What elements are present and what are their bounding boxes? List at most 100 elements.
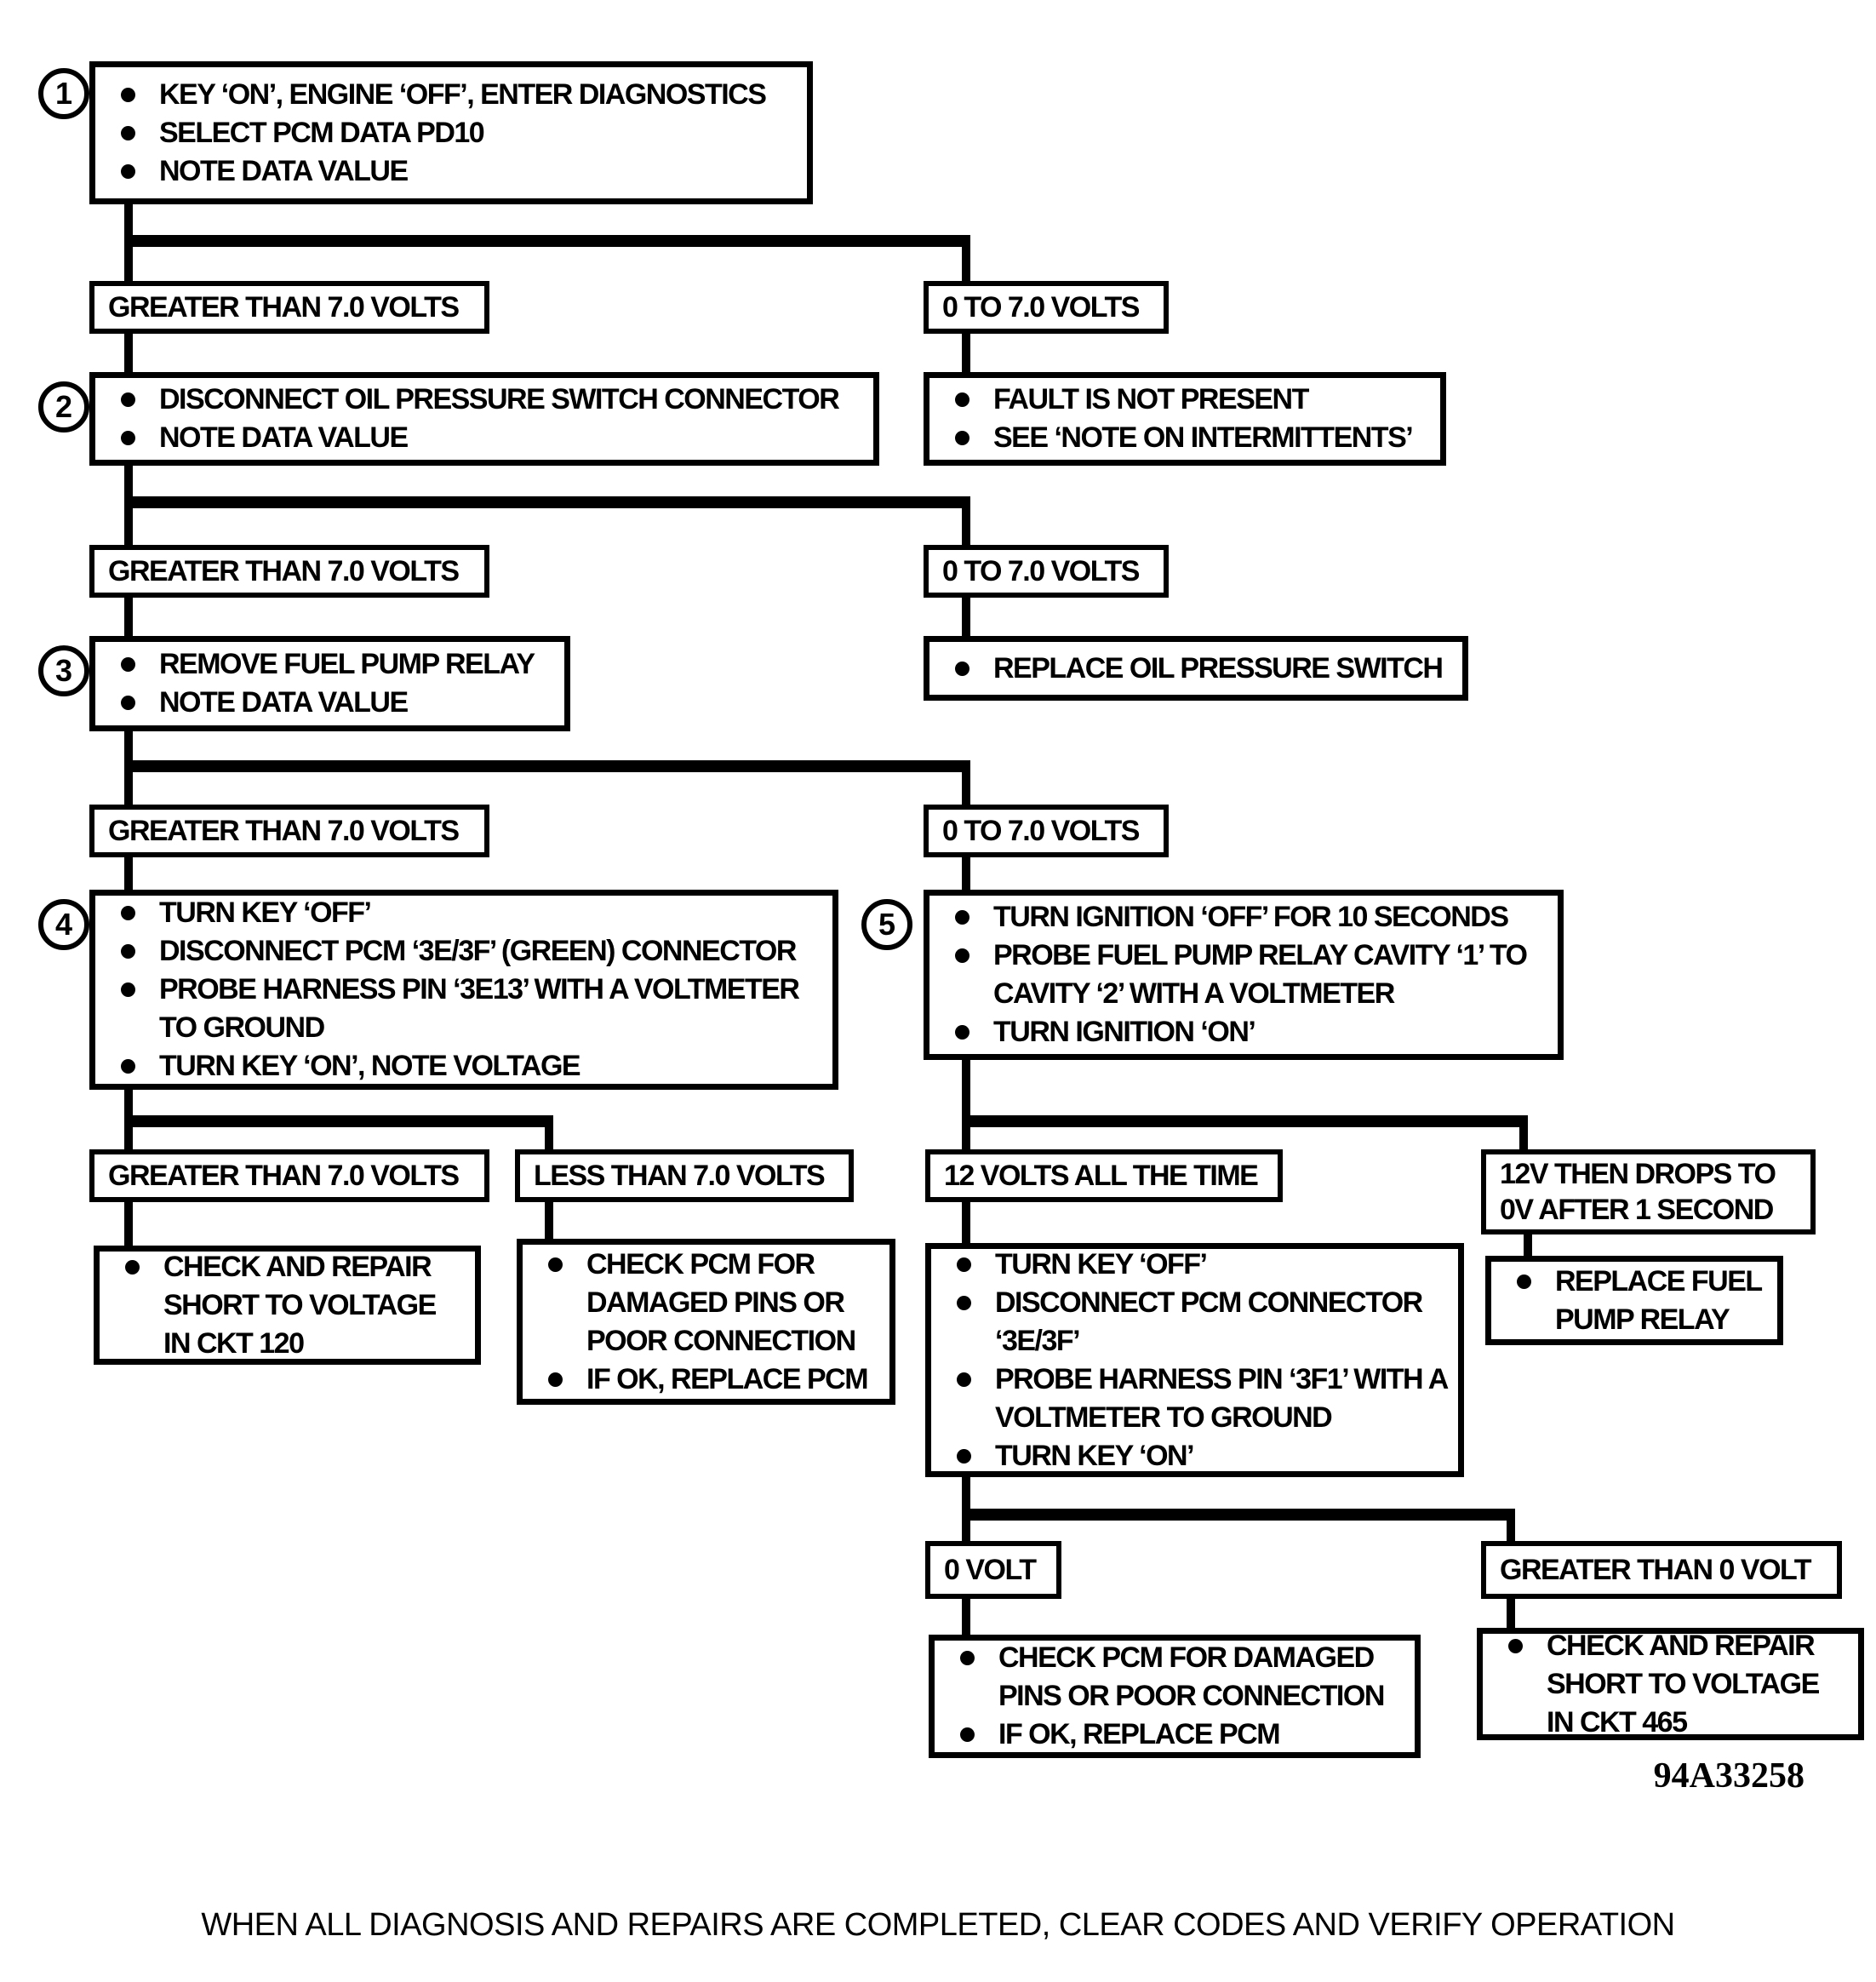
connector-line	[962, 1115, 1528, 1127]
step-1-box: KEY ‘ON’, ENGINE ‘OFF’, ENTER DIAGNOSTIC…	[89, 61, 813, 204]
connector-line	[962, 598, 970, 636]
branch-label-greater-than-7-volts-2: GREATER THAN 7.0 VOLTS	[89, 545, 489, 598]
step-4-box: TURN KEY ‘OFF’ DISCONNECT PCM ‘3E/3F’ (G…	[89, 890, 838, 1090]
bullet-list: CHECK PCM FOR DAMAGED PINS OR POOR CONNE…	[523, 1246, 889, 1399]
branch-label-0-to-7-volts-2: 0 TO 7.0 VOLTS	[924, 545, 1169, 598]
bullet-item: NOTE DATA VALUE	[95, 152, 798, 191]
branch-label-less-than-7-volts: LESS THAN 7.0 VOLTS	[515, 1149, 854, 1202]
fault-not-present-box: FAULT IS NOT PRESENT SEE ‘NOTE ON INTERM…	[924, 372, 1446, 466]
step-number-label: 1	[54, 76, 73, 111]
step-number-2: 2	[38, 381, 89, 432]
bullet-list: FAULT IS NOT PRESENT SEE ‘NOTE ON INTERM…	[929, 381, 1440, 457]
branch-label-greater-than-7-volts-3: GREATER THAN 7.0 VOLTS	[89, 805, 489, 857]
bullet-item: DISCONNECT PCM ‘3E/3F’ (GREEN) CONNECTOR	[95, 932, 824, 971]
repair-ckt-465-box: CHECK AND REPAIR SHORT TO VOLTAGE IN CKT…	[1477, 1628, 1864, 1740]
bullet-item: SELECT PCM DATA PD10	[95, 114, 798, 152]
step-number-1: 1	[38, 68, 89, 119]
bullet-list: REPLACE OIL PRESSURE SWITCH	[929, 650, 1462, 688]
connector-line	[962, 496, 970, 545]
step-number-5: 5	[861, 899, 912, 950]
connector-line	[962, 1509, 1515, 1521]
step-number-label: 2	[54, 389, 73, 424]
connector-line	[962, 857, 970, 890]
replace-oil-pressure-switch-box: REPLACE OIL PRESSURE SWITCH	[924, 636, 1468, 701]
bullet-item: CHECK PCM FOR DAMAGED PINS OR POOR CONNE…	[523, 1246, 881, 1360]
bullet-item: KEY ‘ON’, ENGINE ‘OFF’, ENTER DIAGNOSTIC…	[95, 76, 798, 114]
connector-line	[124, 1202, 133, 1246]
bullet-item: DISCONNECT PCM CONNECTOR ‘3E/3F’	[931, 1284, 1450, 1360]
probe-3f1-box: TURN KEY ‘OFF’ DISCONNECT PCM CONNECTOR …	[925, 1243, 1464, 1477]
bullet-item: NOTE DATA VALUE	[95, 419, 865, 457]
bullet-list: REMOVE FUEL PUMP RELAY NOTE DATA VALUE	[95, 645, 564, 722]
connector-line	[1519, 1115, 1528, 1149]
bullet-list: DISCONNECT OIL PRESSURE SWITCH CONNECTOR…	[95, 381, 873, 457]
bullet-list: TURN IGNITION ‘OFF’ FOR 10 SECONDS PROBE…	[929, 898, 1558, 1051]
replace-fuel-pump-relay-box: REPLACE FUEL PUMP RELAY	[1485, 1256, 1783, 1345]
connector-line	[962, 1599, 970, 1635]
connector-line	[962, 1202, 970, 1243]
bullet-item: PROBE HARNESS PIN ‘3F1’ WITH A VOLTMETER…	[931, 1360, 1450, 1437]
connector-line	[545, 1202, 553, 1239]
connector-line	[124, 334, 133, 372]
bullet-item: DISCONNECT OIL PRESSURE SWITCH CONNECTOR	[95, 381, 865, 419]
bullet-list: CHECK PCM FOR DAMAGED PINS OR POOR CONNE…	[935, 1639, 1415, 1754]
repair-ckt-120-box: CHECK AND REPAIR SHORT TO VOLTAGE IN CKT…	[94, 1246, 481, 1365]
connector-line	[962, 1060, 970, 1149]
bullet-item: REPLACE OIL PRESSURE SWITCH	[929, 650, 1454, 688]
connector-line	[124, 760, 970, 772]
connector-line	[962, 235, 970, 281]
bullet-list: KEY ‘ON’, ENGINE ‘OFF’, ENTER DIAGNOSTIC…	[95, 76, 807, 191]
bullet-list: TURN KEY ‘OFF’ DISCONNECT PCM ‘3E/3F’ (G…	[95, 894, 832, 1086]
connector-line	[124, 598, 133, 636]
branch-label-0-to-7-volts-1: 0 TO 7.0 VOLTS	[924, 281, 1169, 334]
bullet-item: IF OK, REPLACE PCM	[935, 1716, 1406, 1754]
connector-line	[962, 334, 970, 372]
connector-line	[545, 1115, 553, 1149]
bullet-item: REMOVE FUEL PUMP RELAY	[95, 645, 556, 684]
bullet-item: FAULT IS NOT PRESENT	[929, 381, 1432, 419]
step-3-box: REMOVE FUEL PUMP RELAY NOTE DATA VALUE	[89, 636, 570, 731]
step-number-3: 3	[38, 645, 89, 696]
bullet-item: TURN IGNITION ‘OFF’ FOR 10 SECONDS	[929, 898, 1549, 937]
bullet-item: CHECK AND REPAIR SHORT TO VOLTAGE IN CKT…	[1483, 1627, 1850, 1742]
bullet-list: CHECK AND REPAIR SHORT TO VOLTAGE IN CKT…	[1483, 1627, 1858, 1742]
branch-label-0-volt: 0 VOLT	[925, 1541, 1061, 1599]
bullet-item: TURN KEY ‘OFF’	[931, 1246, 1450, 1284]
connector-line	[1524, 1234, 1532, 1256]
branch-label-greater-than-7-volts-4: GREATER THAN 7.0 VOLTS	[89, 1149, 489, 1202]
bullet-item: TURN KEY ‘OFF’	[95, 894, 824, 932]
figure-id: 94A33258	[1653, 1756, 1805, 1796]
connector-line	[124, 857, 133, 890]
step-2-box: DISCONNECT OIL PRESSURE SWITCH CONNECTOR…	[89, 372, 879, 466]
branch-label-greater-than-7-volts-1: GREATER THAN 7.0 VOLTS	[89, 281, 489, 334]
branch-label-greater-than-0-volt: GREATER THAN 0 VOLT	[1481, 1541, 1842, 1599]
connector-line	[1507, 1509, 1515, 1541]
connector-line	[124, 1115, 553, 1127]
bullet-item: IF OK, REPLACE PCM	[523, 1360, 881, 1399]
connector-line	[962, 760, 970, 805]
bullet-item: TURN KEY ‘ON’, NOTE VOLTAGE	[95, 1047, 824, 1086]
check-pcm-box-a: CHECK PCM FOR DAMAGED PINS OR POOR CONNE…	[517, 1239, 895, 1405]
branch-label-12-volts-all-the-time: 12 VOLTS ALL THE TIME	[925, 1149, 1283, 1202]
step-number-label: 4	[54, 907, 73, 942]
connector-line	[124, 496, 970, 508]
check-pcm-box-b: CHECK PCM FOR DAMAGED PINS OR POOR CONNE…	[929, 1635, 1421, 1758]
bullet-item: TURN KEY ‘ON’	[931, 1437, 1450, 1475]
bullet-list: TURN KEY ‘OFF’ DISCONNECT PCM CONNECTOR …	[931, 1246, 1458, 1475]
step-number-label: 3	[54, 653, 73, 688]
step-number-label: 5	[878, 907, 896, 942]
connector-line	[124, 235, 970, 247]
bullet-item: SEE ‘NOTE ON INTERMITTENTS’	[929, 419, 1432, 457]
connector-line	[1507, 1599, 1515, 1628]
branch-label-12v-then-drops: 12V THEN DROPS TO 0V AFTER 1 SECOND	[1481, 1149, 1816, 1234]
branch-label-0-to-7-volts-3: 0 TO 7.0 VOLTS	[924, 805, 1169, 857]
bullet-item: CHECK AND REPAIR SHORT TO VOLTAGE IN CKT…	[100, 1248, 466, 1363]
step-number-4: 4	[38, 899, 89, 950]
bullet-item: TURN IGNITION ‘ON’	[929, 1013, 1549, 1051]
footer-note: WHEN ALL DIAGNOSIS AND REPAIRS ARE COMPL…	[201, 1907, 1675, 1943]
bullet-list: CHECK AND REPAIR SHORT TO VOLTAGE IN CKT…	[100, 1248, 475, 1363]
bullet-item: NOTE DATA VALUE	[95, 684, 556, 722]
step-5-box: TURN IGNITION ‘OFF’ FOR 10 SECONDS PROBE…	[924, 890, 1564, 1060]
bullet-item: PROBE FUEL PUMP RELAY CAVITY ‘1’ TO CAVI…	[929, 937, 1549, 1013]
